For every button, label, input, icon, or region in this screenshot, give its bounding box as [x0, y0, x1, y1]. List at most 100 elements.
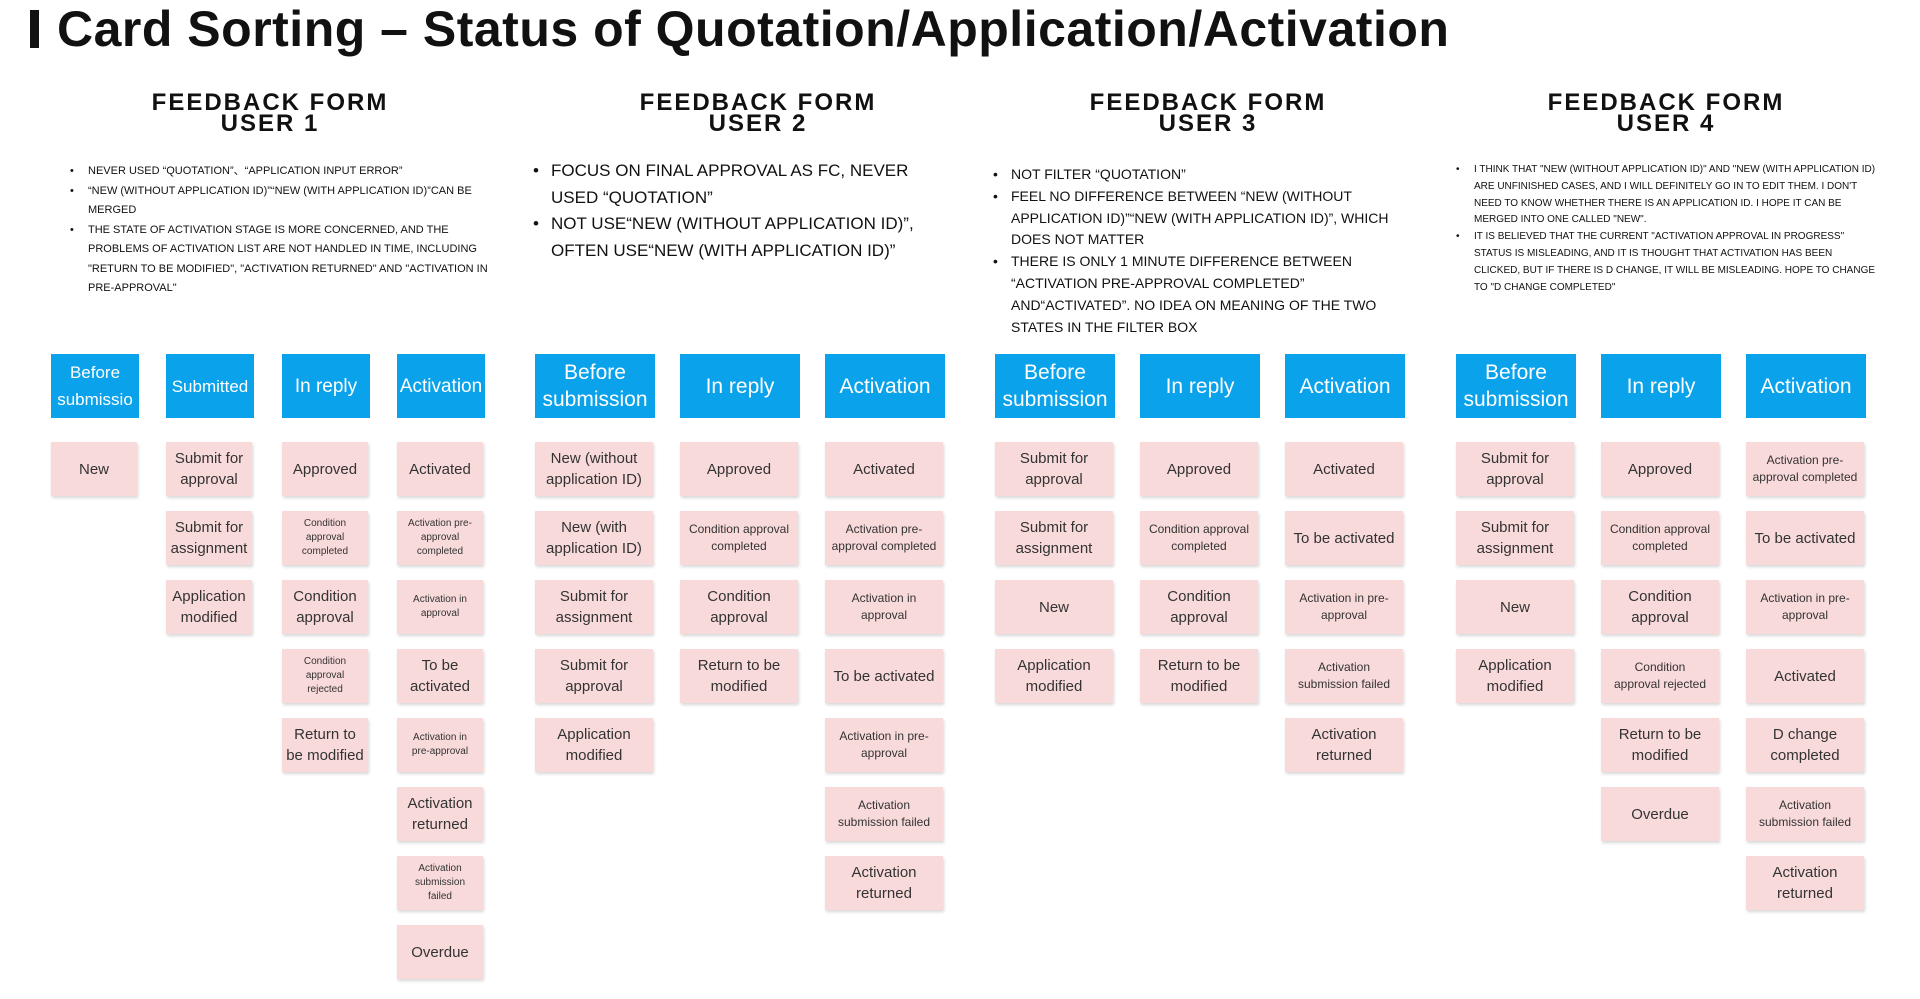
status-card[interactable]: Submit for assignment	[1456, 511, 1574, 565]
feedback-item: IT IS BELIEVED THAT THE CURRENT "ACTIVAT…	[1456, 229, 1876, 296]
status-card[interactable]: Return to be modified	[1140, 649, 1258, 703]
status-card[interactable]: Submit for approval	[166, 442, 252, 496]
status-card[interactable]: Return to be modified	[680, 649, 798, 703]
status-card[interactable]: New (without application ID)	[535, 442, 653, 496]
heading-line-1: FEEDBACK FORM	[151, 89, 389, 116]
status-card[interactable]: Approved	[1140, 442, 1258, 496]
column-header: Activation	[825, 354, 945, 418]
status-card[interactable]: To be activated	[825, 649, 943, 703]
page-title: Card Sorting – Status of Quotation/Appli…	[57, 1, 1450, 57]
status-card[interactable]: Application modified	[166, 580, 252, 634]
column-header: Submitted	[166, 354, 254, 418]
status-card[interactable]: Activation submission failed	[825, 787, 943, 841]
status-card[interactable]: New	[995, 580, 1113, 634]
status-card[interactable]: Activation submission failed	[1285, 649, 1403, 703]
status-card[interactable]: Submit for assignment	[995, 511, 1113, 565]
feedback-list: NEVER USED “QUOTATION”、“APPLICATION INPU…	[70, 162, 490, 299]
status-card[interactable]: Activation in pre-approval	[397, 718, 483, 772]
status-card[interactable]: To be activated	[1285, 511, 1403, 565]
feedback-item: THERE IS ONLY 1 MINUTE DIFFERENCE BETWEE…	[993, 251, 1413, 338]
status-card[interactable]: Application modified	[535, 718, 653, 772]
column-header: In reply	[1601, 354, 1721, 418]
status-card[interactable]: Condition approval	[680, 580, 798, 634]
status-card[interactable]: Submit for approval	[995, 442, 1113, 496]
status-card[interactable]: Submit for approval	[535, 649, 653, 703]
status-card[interactable]: New	[1456, 580, 1574, 634]
status-card[interactable]: Activation in approval	[397, 580, 483, 634]
column-header: Before submissio	[51, 354, 139, 418]
status-card[interactable]: New	[51, 442, 137, 496]
feedback-item: I THINK THAT "NEW (WITHOUT APPLICATION I…	[1456, 162, 1876, 229]
status-card[interactable]: Activation pre- approval completed	[825, 511, 943, 565]
heading-line-1: FEEDBACK FORM	[1547, 89, 1785, 116]
status-card[interactable]: Return to be modified	[1601, 718, 1719, 772]
status-card[interactable]: Activation submission failed	[1746, 787, 1864, 841]
column-header: Before submission	[995, 354, 1115, 418]
feedback-item: NOT FILTER “QUOTATION”	[993, 164, 1413, 186]
status-card[interactable]: Activated	[825, 442, 943, 496]
status-card[interactable]: Activation returned	[397, 787, 483, 841]
status-card[interactable]: Activation in pre- approval	[825, 718, 943, 772]
status-card[interactable]: Condition approval completed	[680, 511, 798, 565]
status-card[interactable]: Activation in pre- approval	[1746, 580, 1864, 634]
status-card[interactable]: Activation submission failed	[397, 856, 483, 910]
feedback-list: FOCUS ON FINAL APPROVAL AS FC, NEVER USE…	[533, 158, 953, 264]
status-card[interactable]: Activation pre- approval completed	[1746, 442, 1864, 496]
status-card[interactable]: Application modified	[1456, 649, 1574, 703]
feedback-item: “NEW (WITHOUT APPLICATION ID)”“NEW (WITH…	[70, 182, 490, 221]
status-card[interactable]: To be activated	[1746, 511, 1864, 565]
heading-line-2: USER 4	[1616, 110, 1716, 137]
status-card[interactable]: Application modified	[995, 649, 1113, 703]
status-card[interactable]: Condition approval	[282, 580, 368, 634]
status-card[interactable]: Approved	[1601, 442, 1719, 496]
status-card[interactable]: Activation pre- approval completed	[397, 511, 483, 565]
status-card[interactable]: Activation in pre- approval	[1285, 580, 1403, 634]
column-header: Before submission	[1456, 354, 1576, 418]
status-card[interactable]: Activated	[1746, 649, 1864, 703]
status-card[interactable]: Condition approval	[1140, 580, 1258, 634]
status-card[interactable]: Activation returned	[825, 856, 943, 910]
heading-line-2: USER 1	[220, 110, 320, 137]
feedback-list: I THINK THAT "NEW (WITHOUT APPLICATION I…	[1456, 162, 1876, 296]
status-card[interactable]: Activated	[1285, 442, 1403, 496]
column-header: In reply	[1140, 354, 1260, 418]
feedback-item: THE STATE OF ACTIVATION STAGE IS MORE CO…	[70, 221, 490, 299]
status-card[interactable]: Submit for assignment	[166, 511, 252, 565]
column-header: Activation	[1746, 354, 1866, 418]
status-card[interactable]: Activation returned	[1285, 718, 1403, 772]
status-card[interactable]: Submit for assignment	[535, 580, 653, 634]
column-header: Before submission	[535, 354, 655, 418]
heading-line-2: USER 3	[1158, 110, 1258, 137]
feedback-item: FOCUS ON FINAL APPROVAL AS FC, NEVER USE…	[533, 158, 953, 211]
status-card[interactable]: Condition approval rejected	[1601, 649, 1719, 703]
feedback-item: FEEL NO DIFFERENCE BETWEEN “NEW (WITHOUT…	[993, 186, 1413, 251]
status-card[interactable]: D change completed	[1746, 718, 1864, 772]
heading-line-2: USER 2	[708, 110, 808, 137]
status-card[interactable]: Activation in approval	[825, 580, 943, 634]
column-header: In reply	[680, 354, 800, 418]
status-card[interactable]: Activation returned	[1746, 856, 1864, 910]
status-card[interactable]: Overdue	[1601, 787, 1719, 841]
status-card[interactable]: New (with application ID)	[535, 511, 653, 565]
status-card[interactable]: Condition approval	[1601, 580, 1719, 634]
status-card[interactable]: Submit for approval	[1456, 442, 1574, 496]
status-card[interactable]: Return to be modified	[282, 718, 368, 772]
status-card[interactable]: Condition approval rejected	[282, 649, 368, 703]
feedback-list: NOT FILTER “QUOTATION”FEEL NO DIFFERENCE…	[993, 164, 1413, 338]
feedback-item: NOT USE“NEW (WITHOUT APPLICATION ID)”, O…	[533, 211, 953, 264]
status-card[interactable]: Activated	[397, 442, 483, 496]
status-card[interactable]: To be activated	[397, 649, 483, 703]
status-card[interactable]: Condition approval completed	[1601, 511, 1719, 565]
status-card[interactable]: Condition approval completed	[1140, 511, 1258, 565]
status-card[interactable]: Overdue	[397, 925, 483, 979]
status-card[interactable]: Approved	[282, 442, 368, 496]
status-card[interactable]: Approved	[680, 442, 798, 496]
status-card[interactable]: Condition approval completed	[282, 511, 368, 565]
column-header: Activation	[1285, 354, 1405, 418]
